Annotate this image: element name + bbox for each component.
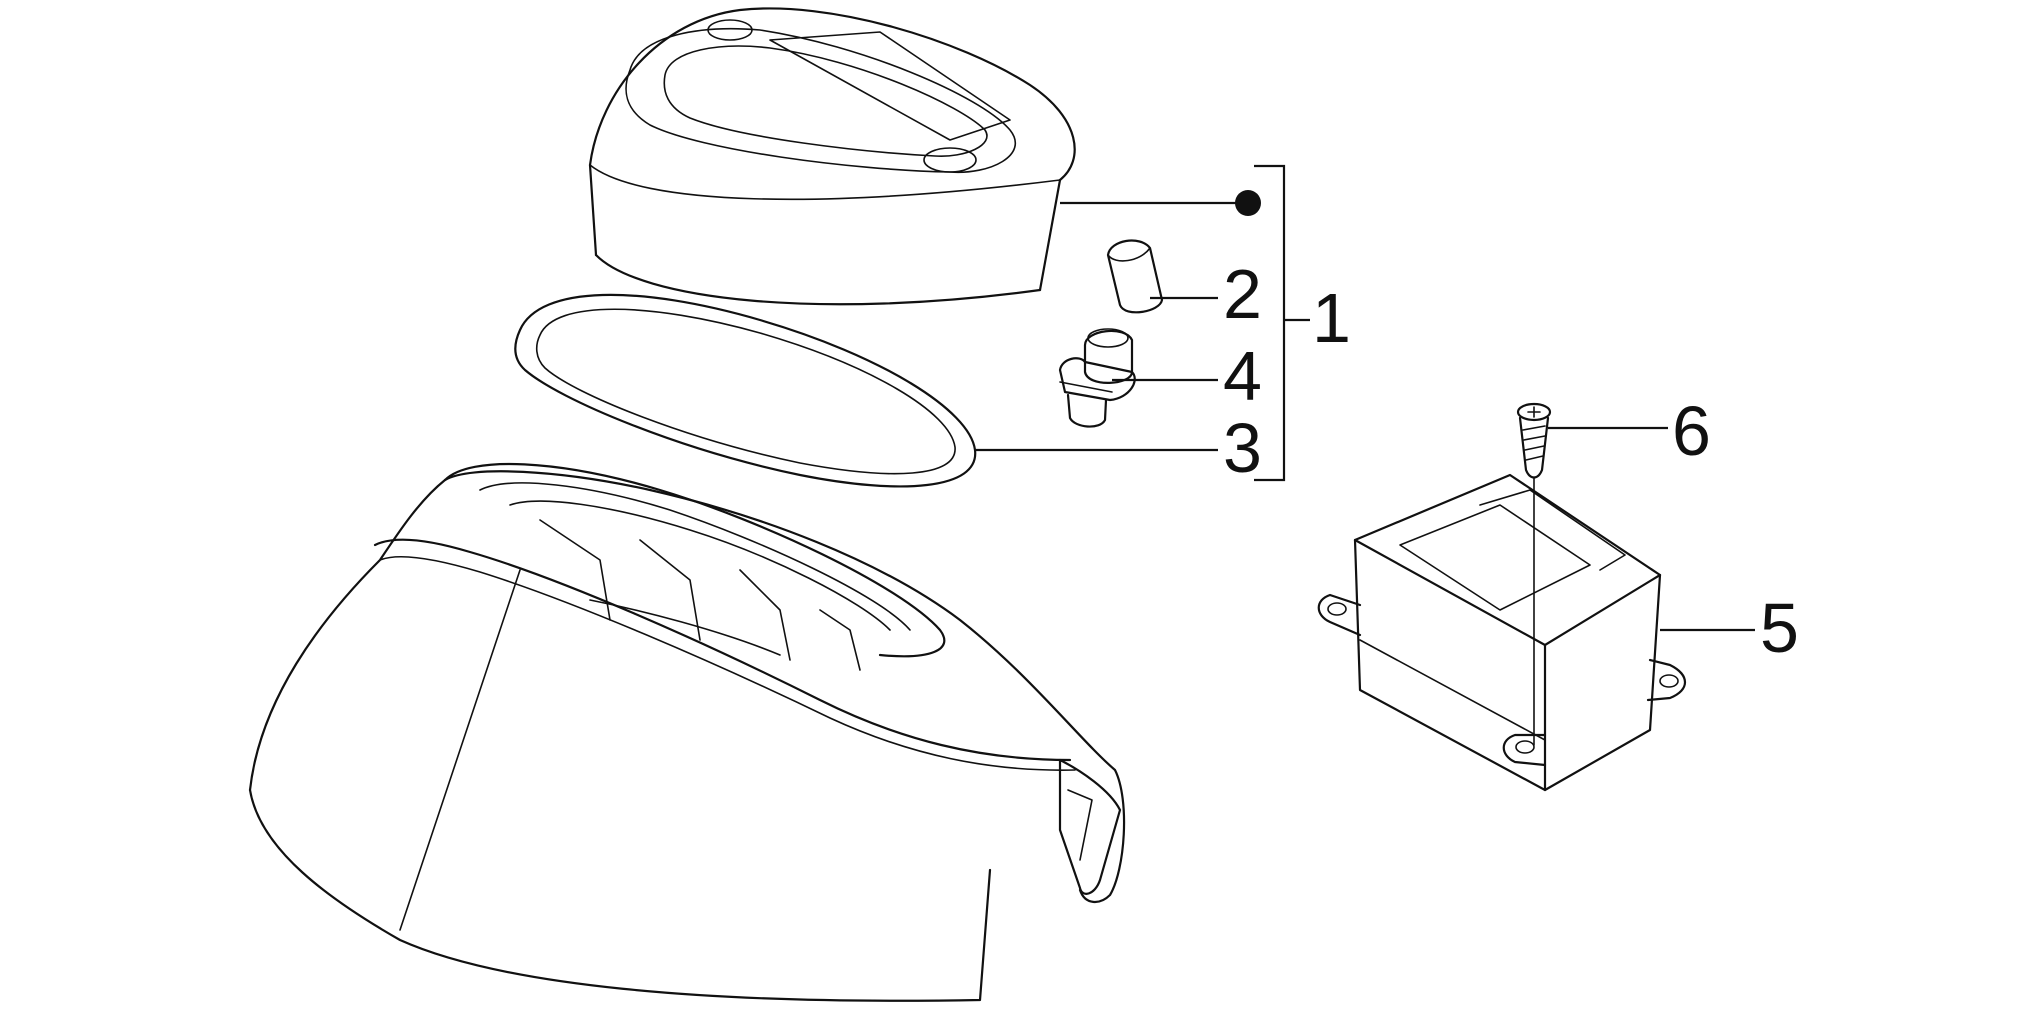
- callout-6: 6: [1672, 392, 1711, 470]
- gasket-ring-part: [514, 293, 977, 488]
- bulb-socket-part: [1058, 328, 1136, 428]
- assembly-dot-marker: [1235, 190, 1261, 216]
- callout-1: 1: [1312, 279, 1351, 357]
- callout-4: 4: [1223, 337, 1262, 415]
- bulb-part: [1106, 239, 1164, 314]
- leader-lines: [975, 164, 1755, 632]
- instrument-cover-part: [588, 7, 1076, 306]
- callout-5: 5: [1760, 589, 1799, 667]
- callout-2: 2: [1223, 255, 1262, 333]
- instrument-housing-part: [248, 462, 1126, 1002]
- control-box-part: [1317, 473, 1687, 792]
- screw-part: [1516, 402, 1552, 746]
- callout-3: 3: [1223, 409, 1262, 487]
